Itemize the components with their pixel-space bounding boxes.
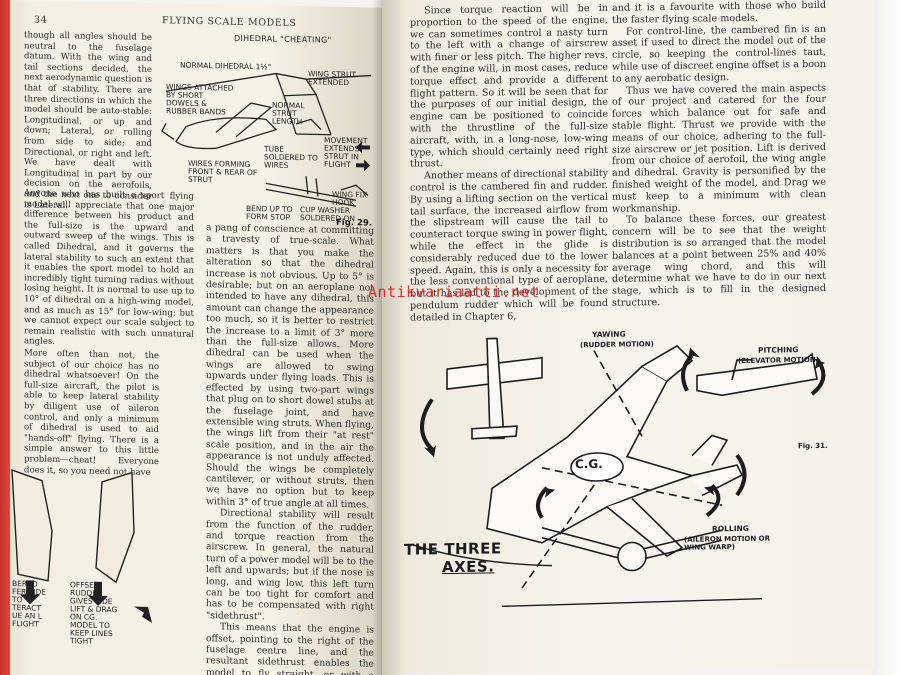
fig29-label-wires: WIRES FORMING FRONT & REAR OF STRUT: [188, 158, 258, 185]
fig31-yawing-label: YAWING: [592, 329, 626, 340]
fig29-label-normal-strut: NORMAL STRUT LENGTH: [272, 100, 305, 127]
fig31-yawing-sub: (RUDDER MOTION): [580, 340, 654, 350]
text-column-a-top: though all angles should be neutral to t…: [24, 30, 152, 213]
fig31-diagram: [411, 337, 826, 608]
paragraph: To balance these forces, our greatest co…: [612, 212, 826, 309]
paragraph: Since torque reaction will be in proport…: [410, 2, 608, 170]
fig31-cg-label: C.G.: [575, 456, 603, 472]
fig30-label-left: BERED FER SIDE TO TERACT UE AN L FLIGHT: [12, 579, 47, 629]
paragraph: though all angles should be neutral to t…: [24, 30, 152, 211]
fig29-diagram: [161, 72, 372, 207]
paragraph: More often than not, the subject of our …: [24, 348, 159, 478]
fig29-label-strut: WING STRUT EXTENDED: [308, 69, 357, 88]
fig30-diagram: [11, 469, 152, 623]
fig29-caption: Fig. 29.: [336, 217, 373, 229]
fig31-pitching-label: PITCHING: [758, 345, 799, 355]
text-column-b: a pang of conscience at committing a tra…: [206, 222, 374, 675]
text-column-a-low: More often than not, the subject of our …: [24, 348, 159, 478]
fig29-label-tube: TUBE SOLDERED TO WIRES: [264, 144, 318, 170]
fig30-label-offset: OFFSET RUDDER GIVES SIDE LIFT & DRAG ON …: [70, 580, 118, 646]
running-head: FLYING SCALE MODELS: [162, 15, 297, 30]
paragraph: This means that the engine is offset, po…: [206, 621, 374, 675]
fig31-caption: Fig. 31.: [798, 441, 828, 451]
right-page: Since torque reaction will be in proport…: [382, 0, 874, 675]
paragraph: Thus we have covered the main aspects of…: [612, 82, 826, 215]
text-column-d: and it is a favourite with those who bui…: [612, 0, 826, 310]
fig31-rolling-sub: (AILERON MOTION OR WING WARP): [684, 534, 770, 552]
paragraph: a pang of conscience at committing a tra…: [206, 222, 374, 511]
left-page: 34 FLYING SCALE MODELS though all angles…: [10, 0, 382, 675]
fig31-title-line1: THE THREE: [404, 539, 502, 559]
book-cover-edge: [0, 0, 12, 675]
paragraph: For control-line, the cambered fin is an…: [612, 23, 826, 85]
text-column-c: Since torque reaction will be in proport…: [410, 3, 608, 324]
fig29-label-attached: WINGS ATTACHED BY SHORT DOWELS & RUBBER …: [166, 82, 234, 117]
background-surface: [872, 0, 900, 675]
page-number: 34: [34, 14, 48, 26]
fig31-pitching-sub: (ELEVATOR MOTION): [738, 355, 819, 366]
fig31-rolling-label: ROLLING: [712, 523, 749, 534]
watermark-text: Antikvariaatti.net: [368, 283, 540, 301]
paragraph: and it is a favourite with those who bui…: [612, 0, 826, 26]
fig31-title-line2: AXES.: [442, 557, 495, 577]
fig29-label-bend: BEND UP TO FORM STOP: [246, 203, 293, 222]
paragraph: Directional stability will result from t…: [206, 507, 374, 623]
